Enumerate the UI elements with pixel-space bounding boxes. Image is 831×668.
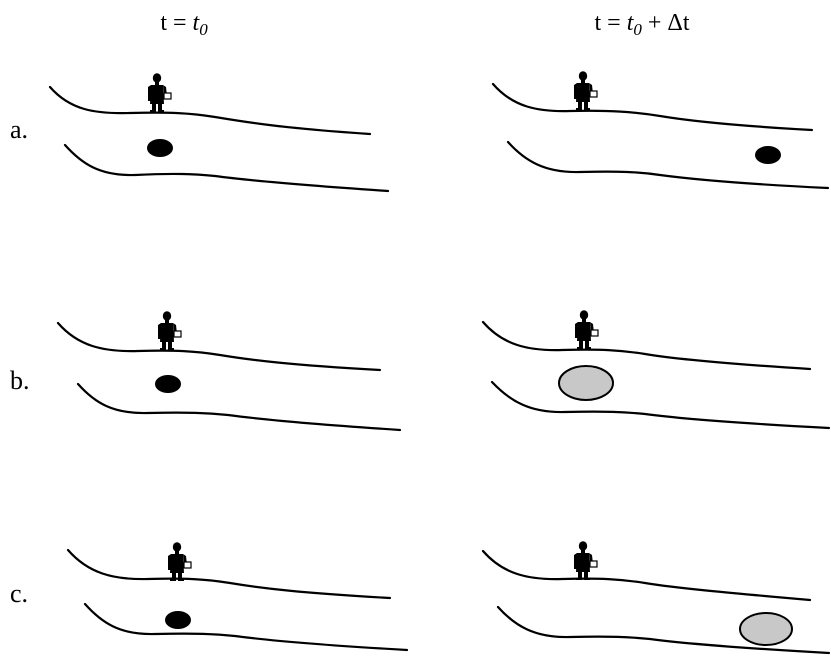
stream-bank-lower: [76, 382, 402, 432]
panel-b-before: [56, 310, 402, 432]
row-label-b: b.: [10, 366, 30, 395]
stream-bank-upper: [56, 321, 382, 372]
dispersed-pollutant-blob: [739, 612, 793, 646]
row-label-a: a.: [10, 115, 28, 144]
panel-b-after: [481, 309, 831, 430]
observer-icon: [167, 541, 192, 582]
stream-bank-upper: [491, 82, 814, 132]
panel-a-before: [48, 72, 390, 193]
observer-icon: [147, 72, 172, 113]
column-title-after: t = t0 + Δt: [594, 10, 689, 39]
panel-a-after: [491, 70, 830, 190]
stream-bank-upper: [48, 85, 372, 136]
observer-icon: [157, 310, 182, 351]
stream-bank-upper: [481, 549, 812, 602]
dispersed-pollutant-blob: [558, 365, 614, 401]
observer-icon: [573, 70, 598, 111]
stream-bank-upper: [481, 320, 812, 371]
observer-icon: [574, 309, 599, 350]
stream-bank-upper: [66, 548, 392, 600]
pollutant-blob: [755, 146, 781, 164]
column-title-before: t = t0: [160, 10, 208, 39]
pollutant-blob: [147, 139, 173, 157]
pollutant-blob: [155, 375, 181, 393]
panel-c-after: [481, 540, 831, 655]
stream-bank-lower: [506, 140, 830, 190]
pollutant-blob: [165, 611, 191, 629]
stream-bank-lower: [63, 143, 390, 193]
panel-c-before: [66, 541, 409, 652]
stream-bank-lower: [83, 602, 409, 652]
stream-bank-lower: [496, 605, 831, 655]
stream-bank-lower: [490, 380, 831, 430]
row-label-c: c.: [10, 579, 28, 608]
observer-icon: [573, 540, 598, 581]
